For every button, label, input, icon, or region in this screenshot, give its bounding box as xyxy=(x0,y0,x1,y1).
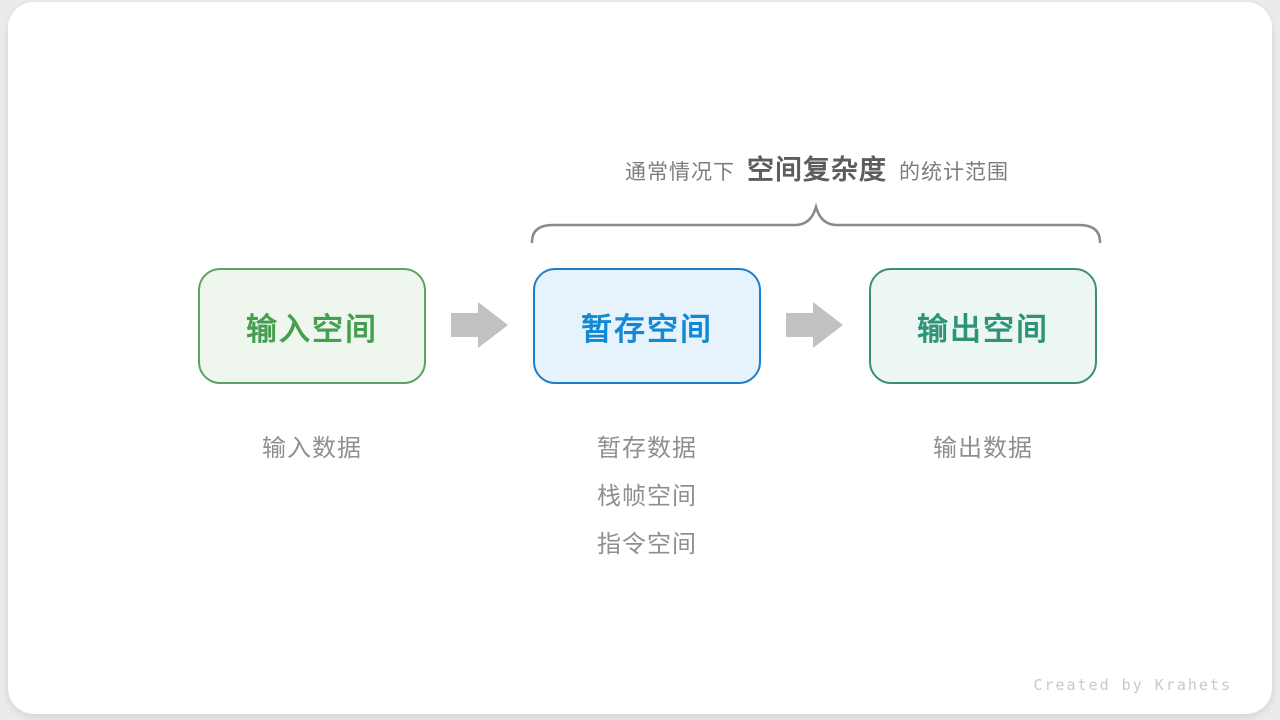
note-input-data: 输入数据 xyxy=(262,435,362,462)
box-temp-space-label: 暂存空间 xyxy=(581,311,713,347)
overbrace xyxy=(530,202,1102,244)
caption-highlight: 空间复杂度 xyxy=(747,155,887,185)
box-output-space: 输出空间 xyxy=(869,268,1097,384)
right-arrow-icon xyxy=(451,302,508,348)
box-output-space-label: 输出空间 xyxy=(917,311,1049,347)
caption: 通常情况下 空间复杂度 的统计范围 xyxy=(531,148,1103,188)
note-instruction-space: 指令空间 xyxy=(597,531,697,558)
caption-suffix: 的统计范围 xyxy=(899,161,1009,184)
note-output-data: 输出数据 xyxy=(933,435,1033,462)
diagram-card: 通常情况下 空间复杂度 的统计范围 输入空间 暂存空间 输出空间 输入数据 暂存… xyxy=(8,2,1272,714)
credit-text: Created by Krahets xyxy=(1033,676,1232,694)
box-temp-space: 暂存空间 xyxy=(533,268,761,384)
right-arrow-icon xyxy=(786,302,843,348)
note-temp-data: 暂存数据 xyxy=(597,435,697,462)
box-input-space-label: 输入空间 xyxy=(246,311,378,347)
note-stack-frame-space: 栈帧空间 xyxy=(597,483,697,510)
box-input-space: 输入空间 xyxy=(198,268,426,384)
caption-prefix: 通常情况下 xyxy=(625,161,735,184)
